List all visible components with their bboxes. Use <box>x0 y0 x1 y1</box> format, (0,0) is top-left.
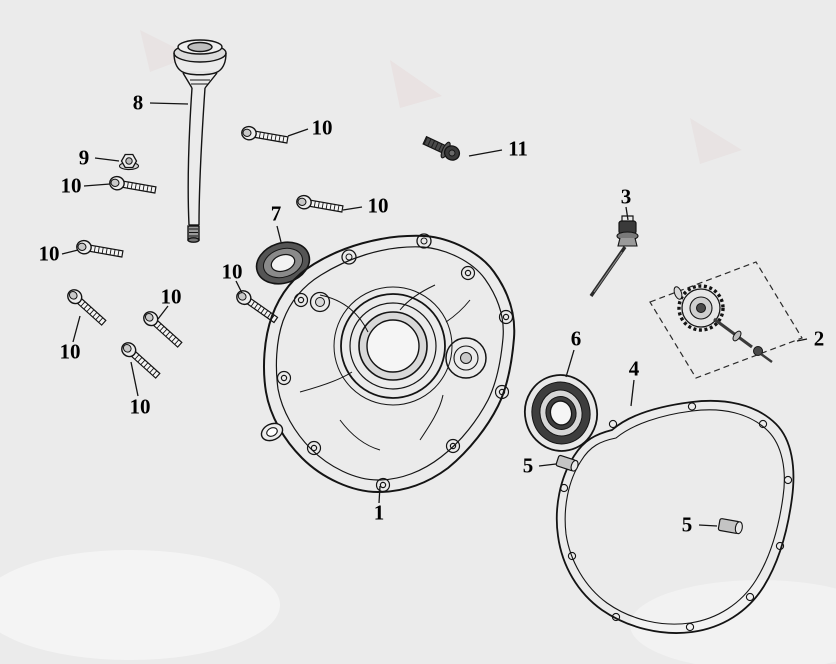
label-10-bolt-left-3: 10 <box>59 339 81 364</box>
label-10-bolt-left-2: 10 <box>38 241 60 266</box>
label-1-crankcase-cover: 1 <box>373 500 385 525</box>
crankcase-cover <box>260 233 516 494</box>
flange-bolt-left-4 <box>140 308 185 351</box>
flange-bolt-top <box>240 124 290 148</box>
label-8-oil-filler-tube: 8 <box>132 90 144 115</box>
label-9-flange-nut: 9 <box>78 145 90 170</box>
dowel-pin-left <box>555 454 579 472</box>
flange-bolt-left-1 <box>108 174 158 198</box>
label-6-ball-bearing: 6 <box>570 326 582 351</box>
label-10-bolt-left-5: 10 <box>129 394 151 419</box>
watermark-shapes <box>0 30 836 664</box>
label-11-drain-plug: 11 <box>508 136 528 161</box>
label-5-dowel-pin-left: 5 <box>522 453 534 478</box>
label-4-cover-gasket: 4 <box>628 356 640 381</box>
label-10-bolt-left-4: 10 <box>160 284 182 309</box>
oil-level-sensor <box>589 215 639 297</box>
label-10-bolt-top: 10 <box>311 115 333 140</box>
leader-lines <box>61 102 808 527</box>
flange-bolt-left-3 <box>64 286 109 329</box>
flange-bolt-upper-mid <box>295 193 345 217</box>
flange-bolt-left-2 <box>75 238 125 262</box>
governor-gear-assembly <box>649 261 803 379</box>
flange-bolt-mid <box>233 287 281 327</box>
drain-plug-bolt <box>422 135 461 161</box>
cover-gasket <box>555 399 795 634</box>
oil-seal <box>255 241 311 285</box>
label-10-bolt-upper-mid: 10 <box>367 193 389 218</box>
label-10-bolt-left-1: 10 <box>60 173 82 198</box>
label-7-oil-seal: 7 <box>270 201 282 226</box>
dowel-pin-right <box>717 518 743 535</box>
flange-bolt-left-5 <box>118 339 163 382</box>
ball-bearing <box>524 374 598 452</box>
flange-nut <box>118 153 140 171</box>
label-2-gear-assembly: 2 <box>813 326 825 351</box>
label-10-bolt-mid: 10 <box>221 259 243 284</box>
oil-filler-tube <box>173 39 227 243</box>
label-5-dowel-pin-right: 5 <box>681 512 693 537</box>
label-3-oil-sensor: 3 <box>620 184 632 209</box>
